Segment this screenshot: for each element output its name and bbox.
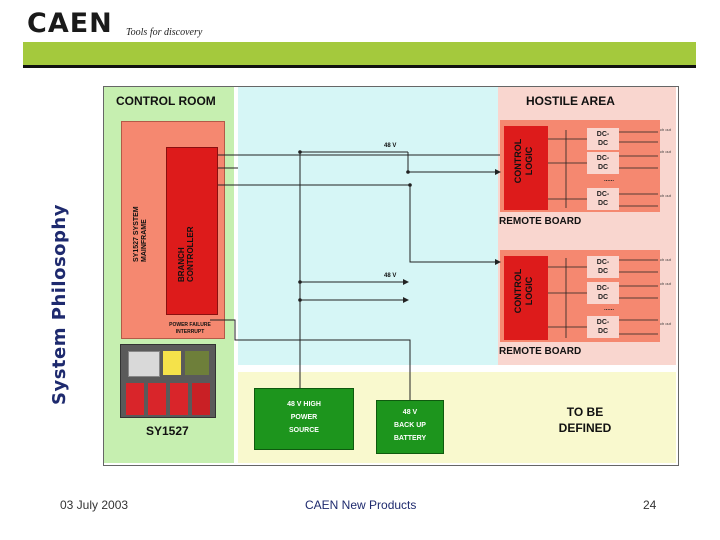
dcdc-box-1c: DC- DC	[587, 188, 619, 210]
unit-module-4	[192, 383, 210, 415]
unit-screen	[128, 351, 160, 377]
diagram-frame	[103, 86, 679, 466]
power-failure-label: POWER FAILURE INTERRUPT	[169, 322, 211, 335]
unit-module-1	[126, 383, 144, 415]
dcdc-dots-2: ......	[604, 306, 615, 312]
dcdc-box-2a: DC- DC	[587, 256, 619, 278]
hostile-area-title: HOSTILE AREA	[526, 94, 615, 108]
backup-battery-box	[376, 400, 444, 454]
middle-region	[238, 87, 498, 365]
header-accent-bar	[23, 42, 696, 65]
to-be-defined-label: TO BE DEFINED	[558, 405, 612, 435]
remote-board-1-label: REMOTE BOARD	[499, 216, 582, 227]
logo-tagline: Tools for discovery	[126, 27, 203, 38]
high-power-source-label: 48 V HIGH POWER SOURCE	[287, 401, 321, 434]
channel-out-label-2a: ch out	[660, 257, 671, 262]
channel-out-label-2c: ch out	[660, 321, 671, 326]
dcdc-box-1b: DC- DC	[587, 152, 619, 174]
unit-panel-2	[185, 351, 209, 375]
page-number: 24	[643, 498, 657, 512]
backup-battery-label: 48 V BACK UP BATTERY	[393, 409, 427, 442]
caen-logo: CAEN	[27, 8, 113, 39]
dcdc-box-2b: DC- DC	[587, 282, 619, 304]
unit-panel-1	[163, 351, 181, 375]
control-logic-box-2	[504, 256, 548, 340]
channel-out-label-1c: ch out	[660, 193, 671, 198]
branch-controller-box	[166, 147, 218, 315]
header-divider	[23, 65, 696, 68]
voltage-label-mid: 48 V	[384, 273, 397, 279]
control-room-title: CONTROL ROOM	[116, 94, 216, 108]
wire-controller-bottom	[218, 184, 501, 265]
channel-out-label-1a: ch out	[660, 127, 671, 132]
sy1527-unit-picture	[120, 344, 216, 418]
wire-power-failure	[210, 319, 411, 400]
channel-out-label-1b: ch out	[660, 149, 671, 154]
dcdc-box-2c: DC- DC	[587, 316, 619, 338]
footer-date: 03 July 2003	[60, 498, 129, 512]
unit-module-2	[148, 383, 166, 415]
dcdc-dots-1: ......	[604, 177, 615, 183]
footer-center: CAEN New Products	[305, 498, 417, 512]
high-power-source-box	[254, 388, 354, 450]
channel-out-label-2b: ch out	[660, 281, 671, 286]
remote-board-2-label: REMOTE BOARD	[499, 346, 582, 357]
voltage-label-top: 48 V	[384, 143, 397, 149]
unit-module-3	[170, 383, 188, 415]
control-logic-box-1	[504, 126, 548, 210]
dcdc-box-1a: DC- DC	[587, 128, 619, 150]
sy1527-label: SY1527	[146, 424, 189, 438]
